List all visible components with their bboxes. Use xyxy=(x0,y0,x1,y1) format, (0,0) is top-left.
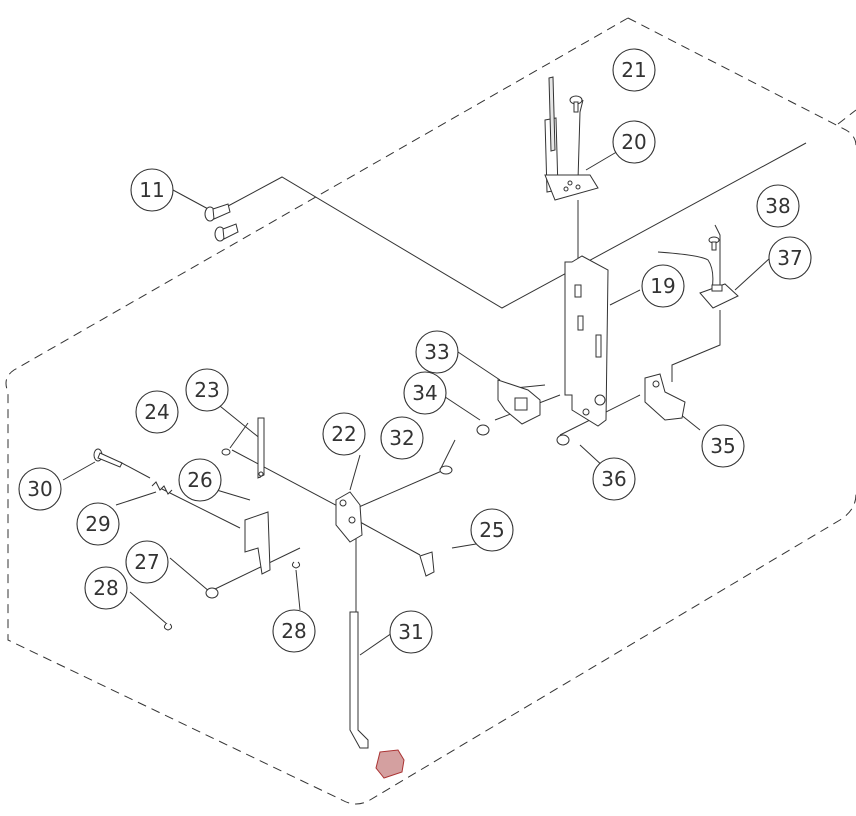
callout-36: 36 xyxy=(592,457,636,501)
svg-text:29: 29 xyxy=(85,512,110,536)
callout-34: 34 xyxy=(403,371,447,415)
svg-text:35: 35 xyxy=(710,434,735,458)
callout-28-left: 28 xyxy=(84,566,128,610)
callout-19: 19 xyxy=(641,264,685,308)
svg-text:26: 26 xyxy=(187,468,212,492)
callout-26: 26 xyxy=(178,458,222,502)
svg-text:37: 37 xyxy=(777,246,802,270)
part-24-screw xyxy=(221,448,231,456)
svg-text:38: 38 xyxy=(765,194,790,218)
svg-text:21: 21 xyxy=(621,58,646,82)
part-27-washer xyxy=(205,587,219,599)
callout-30: 30 xyxy=(18,467,62,511)
part-33-holder xyxy=(497,379,541,425)
part-34-screw xyxy=(476,424,490,436)
part-38-screw xyxy=(708,236,720,251)
svg-text:31: 31 xyxy=(398,620,423,644)
svg-text:22: 22 xyxy=(331,422,356,446)
svg-text:27: 27 xyxy=(134,550,159,574)
callout-29: 29 xyxy=(76,502,120,546)
svg-text:28: 28 xyxy=(281,619,306,643)
callout-11: 11 xyxy=(130,168,174,212)
part-30-pin xyxy=(93,448,123,468)
svg-text:25: 25 xyxy=(479,518,504,542)
part-28-clip-center xyxy=(291,561,301,569)
callout-20: 20 xyxy=(612,120,656,164)
svg-text:33: 33 xyxy=(424,340,449,364)
callout-32: 32 xyxy=(380,416,424,460)
svg-text:23: 23 xyxy=(194,378,219,402)
part-29-spring xyxy=(151,481,173,495)
callout-35: 35 xyxy=(701,424,745,468)
part-19-bracket xyxy=(564,255,609,427)
svg-text:36: 36 xyxy=(601,467,626,491)
svg-text:28: 28 xyxy=(93,576,118,600)
part-23-lever xyxy=(257,417,265,479)
leader-lines xyxy=(62,99,807,656)
callout-25: 25 xyxy=(470,508,514,552)
svg-text:32: 32 xyxy=(389,426,414,450)
part-26-plate xyxy=(244,511,271,575)
svg-text:34: 34 xyxy=(412,381,437,405)
part-32-washer xyxy=(439,465,453,475)
part-11-screws xyxy=(204,203,239,242)
part-20-sensor-board xyxy=(544,76,599,201)
part-21-screw xyxy=(569,95,583,113)
part-37-sensor-board xyxy=(657,251,739,309)
callout-38: 38 xyxy=(756,184,800,228)
part-22-pivot-bracket xyxy=(335,491,363,543)
callout-31: 31 xyxy=(389,610,433,654)
callout-22: 22 xyxy=(322,412,366,456)
callout-27: 27 xyxy=(125,540,169,584)
callout-21: 21 xyxy=(612,48,656,92)
part-28-clip-left xyxy=(163,623,173,631)
svg-text:24: 24 xyxy=(144,400,169,424)
callout-28-center: 28 xyxy=(272,609,316,653)
svg-text:20: 20 xyxy=(621,130,646,154)
callout-23: 23 xyxy=(185,368,229,412)
part-36-screw xyxy=(556,434,570,446)
part-25-tab xyxy=(419,551,435,577)
svg-text:30: 30 xyxy=(27,477,52,501)
part-31-long-lever xyxy=(349,611,369,749)
callout-24: 24 xyxy=(135,390,179,434)
red-actuator-tip xyxy=(375,749,405,779)
svg-text:11: 11 xyxy=(139,178,164,202)
callout-33: 33 xyxy=(415,330,459,374)
callout-37: 37 xyxy=(768,236,812,280)
svg-text:19: 19 xyxy=(650,274,675,298)
part-35-actuator xyxy=(644,373,686,421)
